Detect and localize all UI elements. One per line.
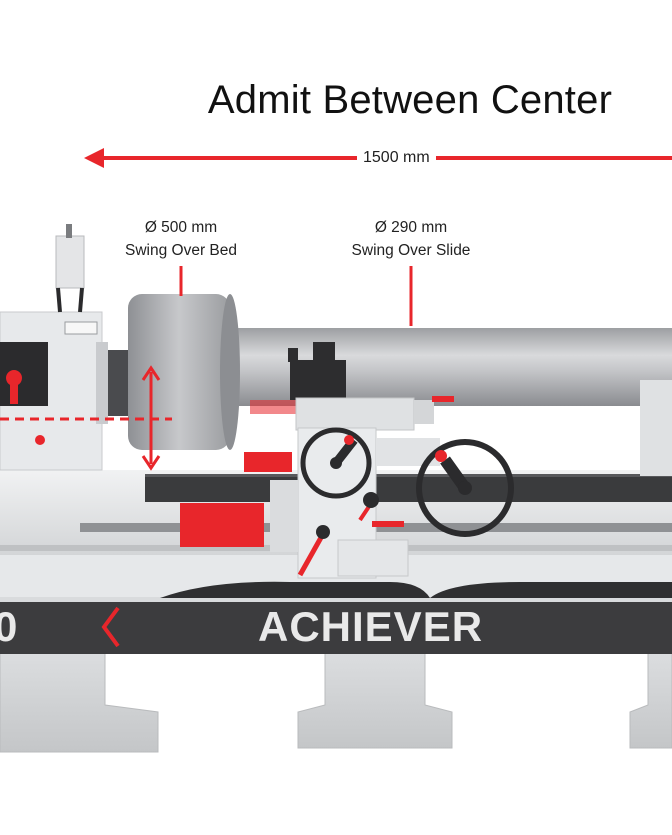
spindle-nose: [96, 342, 130, 424]
swing-over-slide-value: Ø 290 mm: [374, 219, 448, 236]
apron-red-block: [180, 503, 264, 547]
length-dimension-label: 1500 mm: [357, 148, 436, 168]
swing-over-bed-annotation: Ø 500 mm Swing Over Bed: [110, 216, 252, 262]
page-title: Admit Between Center: [207, 78, 613, 122]
tailstock-edge: [640, 380, 672, 476]
lever-handles: [297, 492, 404, 577]
swing-center-marker: [0, 365, 172, 471]
model-number-fragment: 0: [0, 603, 18, 650]
handwheel-small: [300, 427, 372, 499]
chip-tray-right: [430, 582, 672, 598]
brand-name: ACHIEVER: [258, 603, 484, 650]
tool-post: [288, 342, 346, 400]
headstock: [0, 224, 103, 471]
chip-tray-left: [160, 581, 430, 598]
swing-over-bed-label: Swing Over Bed: [125, 242, 237, 259]
brand-banner: [0, 596, 672, 654]
handwheel-large: [416, 439, 514, 537]
chuck-disc: [128, 294, 300, 450]
workpiece-cylinder: [220, 328, 672, 406]
swing-over-bed-value: Ø 500 mm: [144, 219, 218, 236]
swing-over-slide-annotation: Ø 290 mm Swing Over Slide: [338, 216, 484, 262]
machine-stands: [0, 649, 672, 753]
swing-over-slide-label: Swing Over Slide: [351, 242, 471, 259]
bed-red-block: [244, 452, 292, 472]
